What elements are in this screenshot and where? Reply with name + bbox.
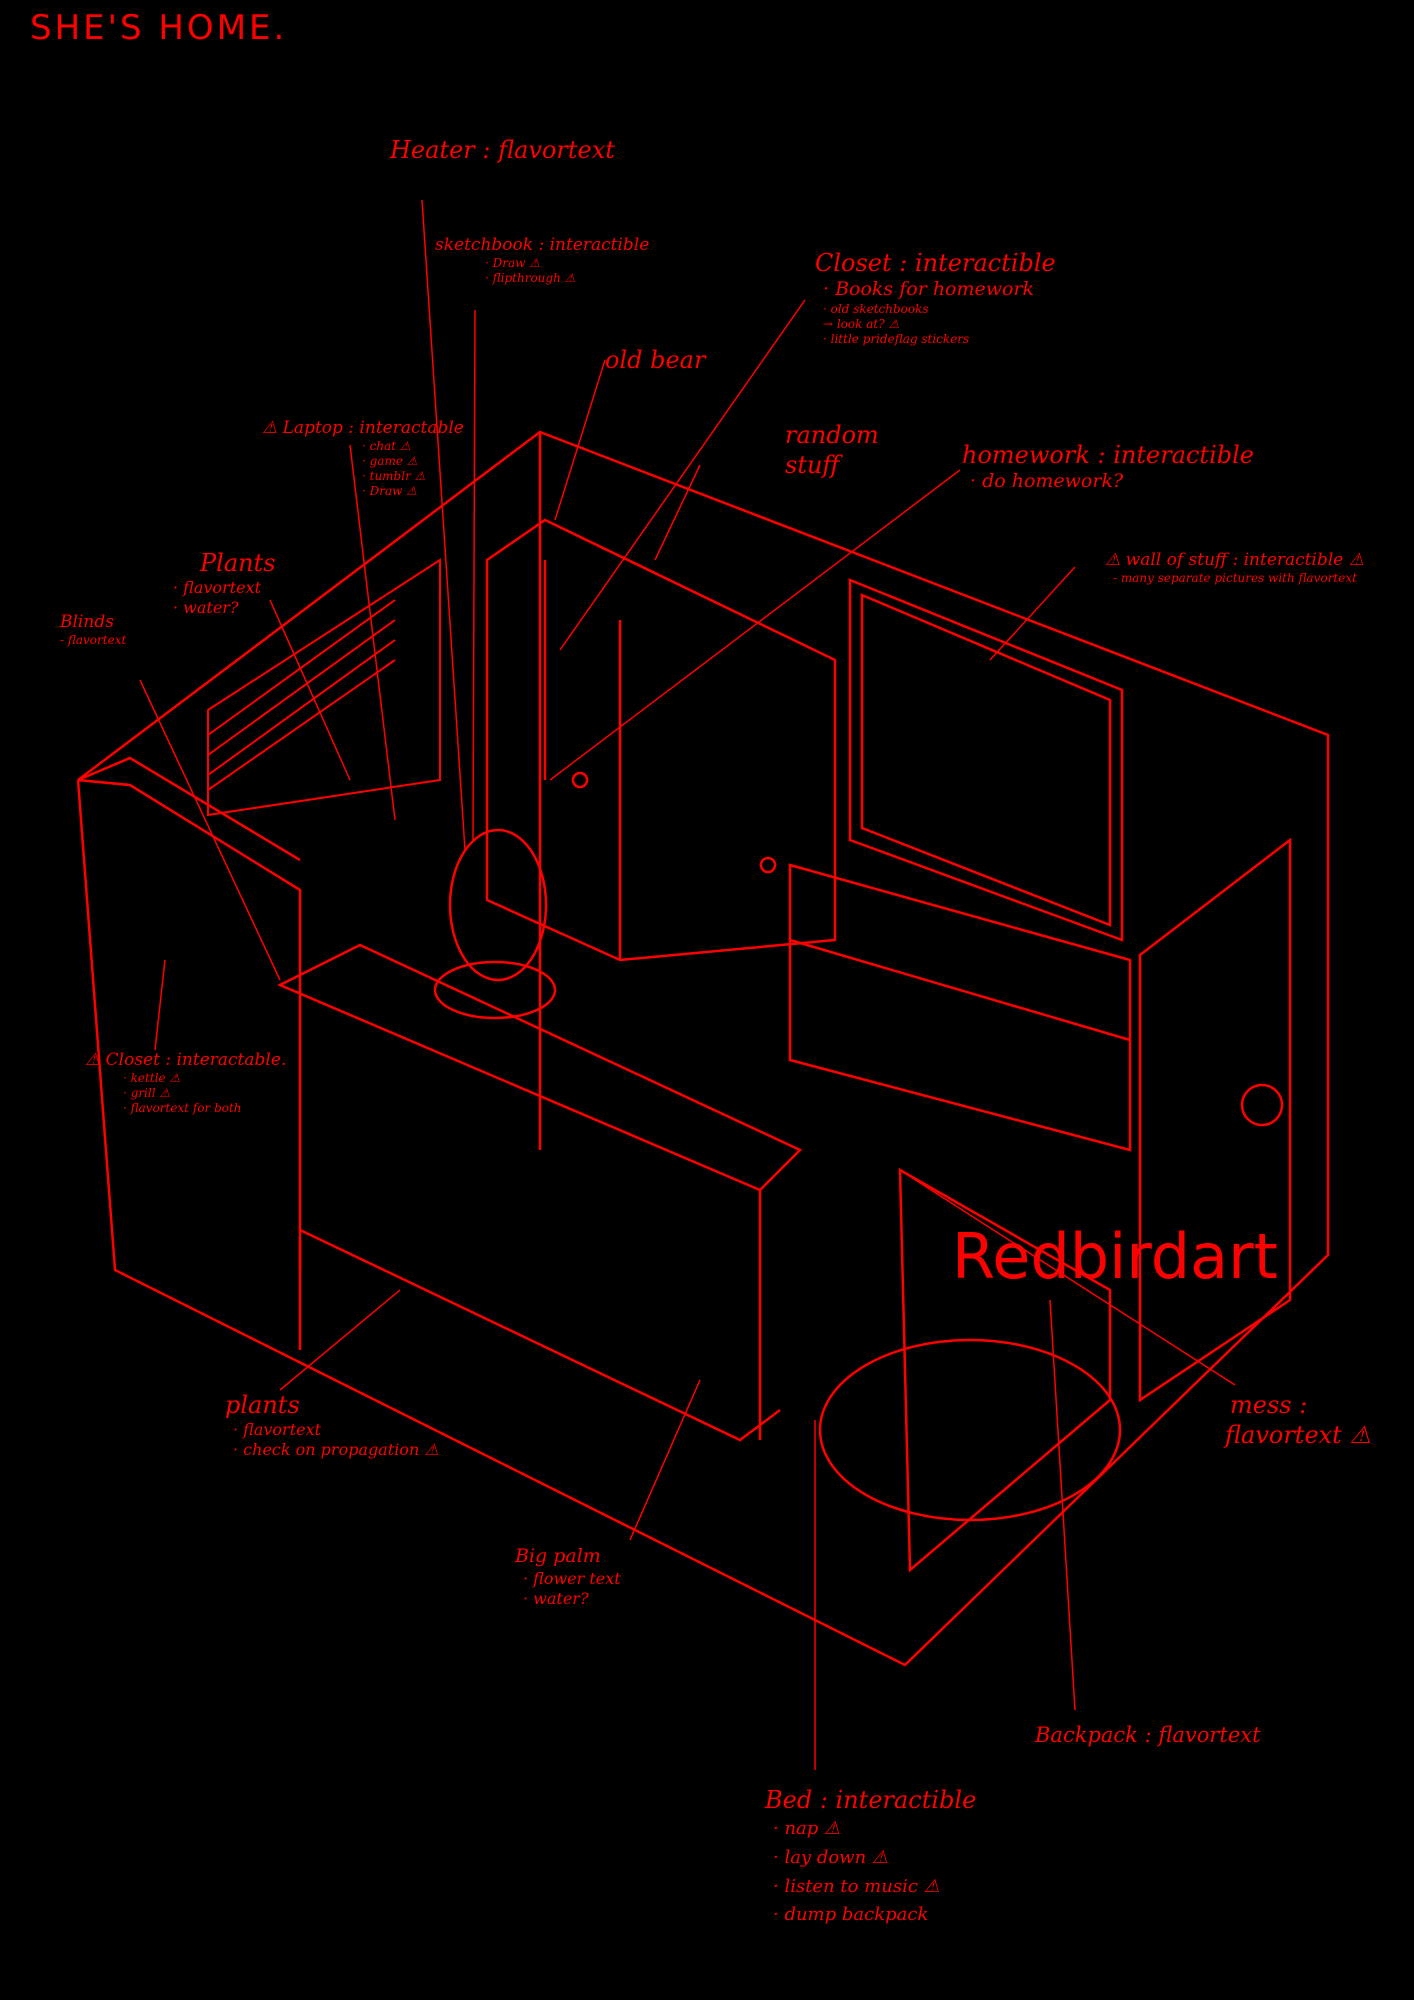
bed-label: Bed : interactible · nap ⚠ · lay down ⚠ … [765,1786,977,1926]
leader-lines [139,199,1236,1770]
page-title: SHE'S HOME. [30,8,288,48]
window-blinds [207,558,441,817]
blinds-label: Blinds - flavortext [60,612,127,648]
desk [277,943,803,1442]
door [1138,837,1292,1403]
plants-top-label: Plants · flavortext · water? [173,549,276,617]
wall-of-stuff-label: ⚠ wall of stuff : interactible ⚠ - many … [1105,550,1364,586]
left-closet [77,756,302,1270]
bed [818,1167,1122,1573]
wall-of-stuff-board [848,578,1124,942]
big-palm-label: Big palm · flower text · water? [515,1545,621,1608]
old-bear-label: old bear [605,346,706,374]
chair [433,828,557,1020]
dresser [788,863,1132,1152]
random-stuff-label: random stuff [785,421,879,479]
artist-watermark: Redbirdart [952,1220,1278,1293]
closet-top-label: Closet : interactible · Books for homewo… [815,249,1056,346]
closet-left-label: ⚠ Closet : interactable. · kettle ⚠ · gr… [85,1050,287,1116]
homework-label: homework : interactible · do homework? [962,441,1254,492]
room-outline [76,430,1330,1667]
sketchbook-label: sketchbook : interactible · Draw ⚠ · fli… [435,235,650,286]
bookshelf-closet [485,518,837,962]
mess-label: mess : flavortext ⚠ [1225,1391,1371,1449]
backpack-label: Backpack : flavortext [1035,1723,1261,1747]
plants-bottom-label: plants · flavortext · check on propagati… [225,1391,439,1459]
laptop-label: ⚠ Laptop : interactable · chat ⚠ · game … [262,418,464,499]
heater-label: Heater : flavortext [390,136,615,164]
